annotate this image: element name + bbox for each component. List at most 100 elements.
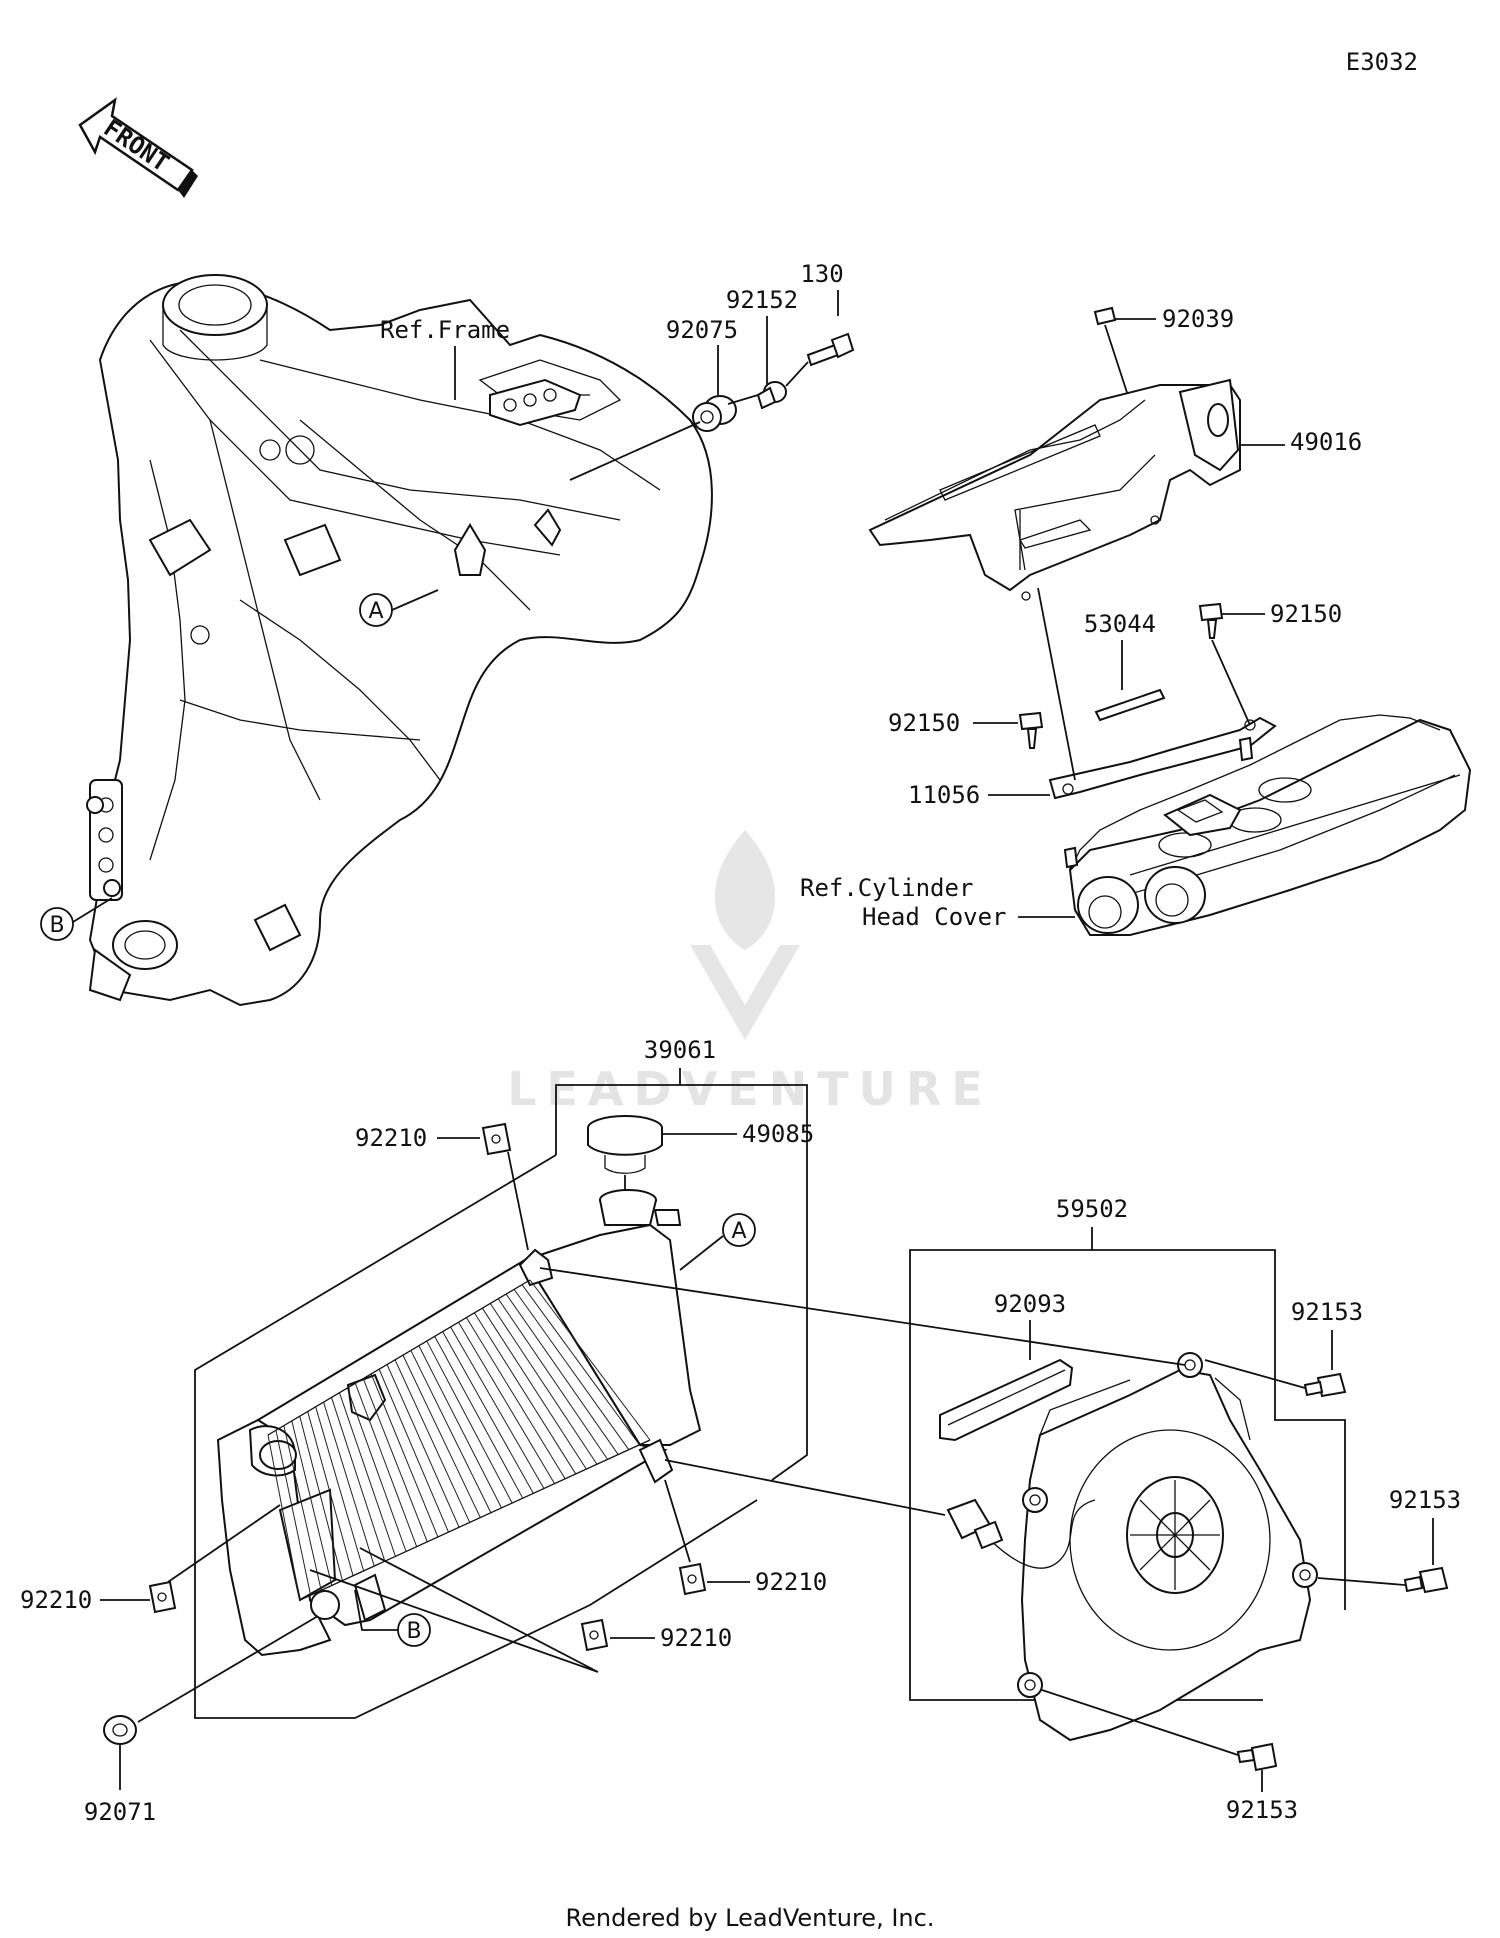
mount-axis-line (569, 421, 701, 481)
radiator-fin (307, 1411, 354, 1576)
callout-a-frame: A (359, 589, 439, 627)
part-label-92210-top: 92210 (355, 1124, 427, 1152)
radiator-fin (426, 1340, 513, 1504)
radiator-fin (267, 1434, 301, 1601)
front-label: FRONT (99, 114, 175, 178)
part-label-92093: 92093 (994, 1290, 1066, 1318)
radiator-fin (386, 1364, 460, 1528)
svg-text:B: B (406, 1619, 421, 1644)
svg-text:A: A (368, 599, 383, 624)
part-label-92210-left: 92210 (20, 1586, 92, 1614)
assembly-outline-39061 (194, 1154, 758, 1719)
collar-92152-icon (756, 381, 787, 410)
radiator-fin (346, 1387, 407, 1552)
radiator-fin (489, 1303, 598, 1465)
part-label-92210-bottom: 92210 (660, 1624, 732, 1652)
radiator-cap-49085 (587, 1115, 663, 1174)
bolt-130-icon (806, 332, 855, 367)
svg-text:A: A (731, 1219, 746, 1244)
heat-guard-49016 (868, 378, 1241, 601)
grommet-92071-icon (103, 1715, 137, 1745)
fan-shroud-59502 (946, 1352, 1318, 1742)
front-arrow-icon: FRONT (78, 97, 198, 198)
radiator-fin (442, 1331, 534, 1494)
bolt-92153-mid-icon (1403, 1566, 1449, 1594)
bolt-92153-bottom-icon (1236, 1742, 1278, 1772)
frame-illustration (86, 274, 713, 1007)
radiator-fin (418, 1345, 502, 1509)
nut-92210-top-icon (481, 1122, 512, 1156)
radiator-fin (481, 1307, 587, 1470)
bracket-92093 (939, 1358, 1074, 1442)
part-label-53044: 53044 (1084, 610, 1156, 638)
radiator-fin (434, 1336, 524, 1499)
part-label-92210-mid: 92210 (755, 1568, 827, 1596)
part-label-39061: 39061 (644, 1036, 716, 1064)
part-label-92075: 92075 (666, 316, 738, 344)
radiator-fin (331, 1397, 386, 1562)
radiator-fin (450, 1326, 545, 1489)
radiator-fin (378, 1369, 449, 1533)
bolt-92150-right-icon (1198, 602, 1224, 639)
grommet-92075-icon (692, 395, 737, 432)
radiator-fin (315, 1406, 365, 1572)
part-label-49085: 49085 (742, 1120, 814, 1148)
ref-cylinder-label-1: Ref.Cylinder (800, 874, 973, 902)
radiator-fin (291, 1420, 333, 1586)
callout-a-radiator: A (679, 1213, 756, 1271)
part-label-11056: 11056 (908, 781, 980, 809)
watermark-text: LEADVENTURE (507, 1062, 993, 1116)
part-label-92150-left: 92150 (888, 709, 960, 737)
bracket-59502 (909, 1227, 1346, 1701)
gasket-11056 (1048, 716, 1277, 800)
part-label-92150-right: 92150 (1270, 600, 1342, 628)
bracket-39061 (555, 1068, 808, 1481)
bolt-92153-top-icon (1303, 1372, 1347, 1398)
radiator-fins (267, 1279, 651, 1601)
radiator-fin (521, 1284, 640, 1446)
ref-frame-label: Ref.Frame (380, 316, 510, 344)
ref-cylinder-label-2: Head Cover (862, 903, 1007, 931)
svg-text:B: B (49, 913, 64, 938)
radiator-fin (474, 1312, 577, 1475)
radiator-fin (354, 1383, 418, 1547)
radiator-fin (410, 1350, 492, 1513)
radiator-fin (513, 1289, 630, 1450)
radiator-fin (323, 1401, 375, 1567)
callout-b-frame: B (40, 897, 113, 941)
radiator-fin (283, 1425, 322, 1591)
nut-92210-bottom-icon (580, 1618, 609, 1652)
radiator-fin (458, 1322, 555, 1484)
nut-92210-mid-icon (678, 1562, 707, 1596)
leadventure-watermark: LEADVENTURE (507, 830, 993, 1116)
part-label-59502: 59502 (1056, 1195, 1128, 1223)
radiator-fin (299, 1416, 343, 1581)
cylinder-head-cover (1063, 714, 1472, 936)
part-label-92152: 92152 (726, 286, 798, 314)
radiator-fin (505, 1293, 619, 1455)
nut-92210-left-icon (148, 1580, 177, 1614)
seal-53044-icon (1094, 688, 1166, 722)
diagram-code: E3032 (1346, 48, 1418, 76)
part-label-92071: 92071 (84, 1798, 156, 1826)
radiator-fin (362, 1378, 428, 1543)
radiator-fin (402, 1354, 481, 1518)
radiator-fin (529, 1279, 651, 1441)
radiator-fin (370, 1373, 439, 1538)
part-label-92153-bottom: 92153 (1226, 1796, 1298, 1824)
radiator-core (216, 1189, 702, 1657)
part-label-92153-top: 92153 (1291, 1298, 1363, 1326)
part-label-92153-mid: 92153 (1389, 1486, 1461, 1514)
bolt-92150-left-icon (1018, 711, 1044, 749)
radiator-fin (275, 1430, 312, 1596)
part-label-92039: 92039 (1162, 305, 1234, 333)
radiator-fin (497, 1298, 608, 1460)
part-label-130: 130 (800, 260, 843, 288)
radiator-fin (338, 1392, 396, 1557)
clip-92039-icon (1093, 306, 1117, 326)
footer-credit: Rendered by LeadVenture, Inc. (566, 1904, 935, 1932)
radiator-fin (466, 1317, 566, 1480)
callout-b-radiator: B (354, 1589, 431, 1647)
radiator-fin (394, 1359, 471, 1523)
